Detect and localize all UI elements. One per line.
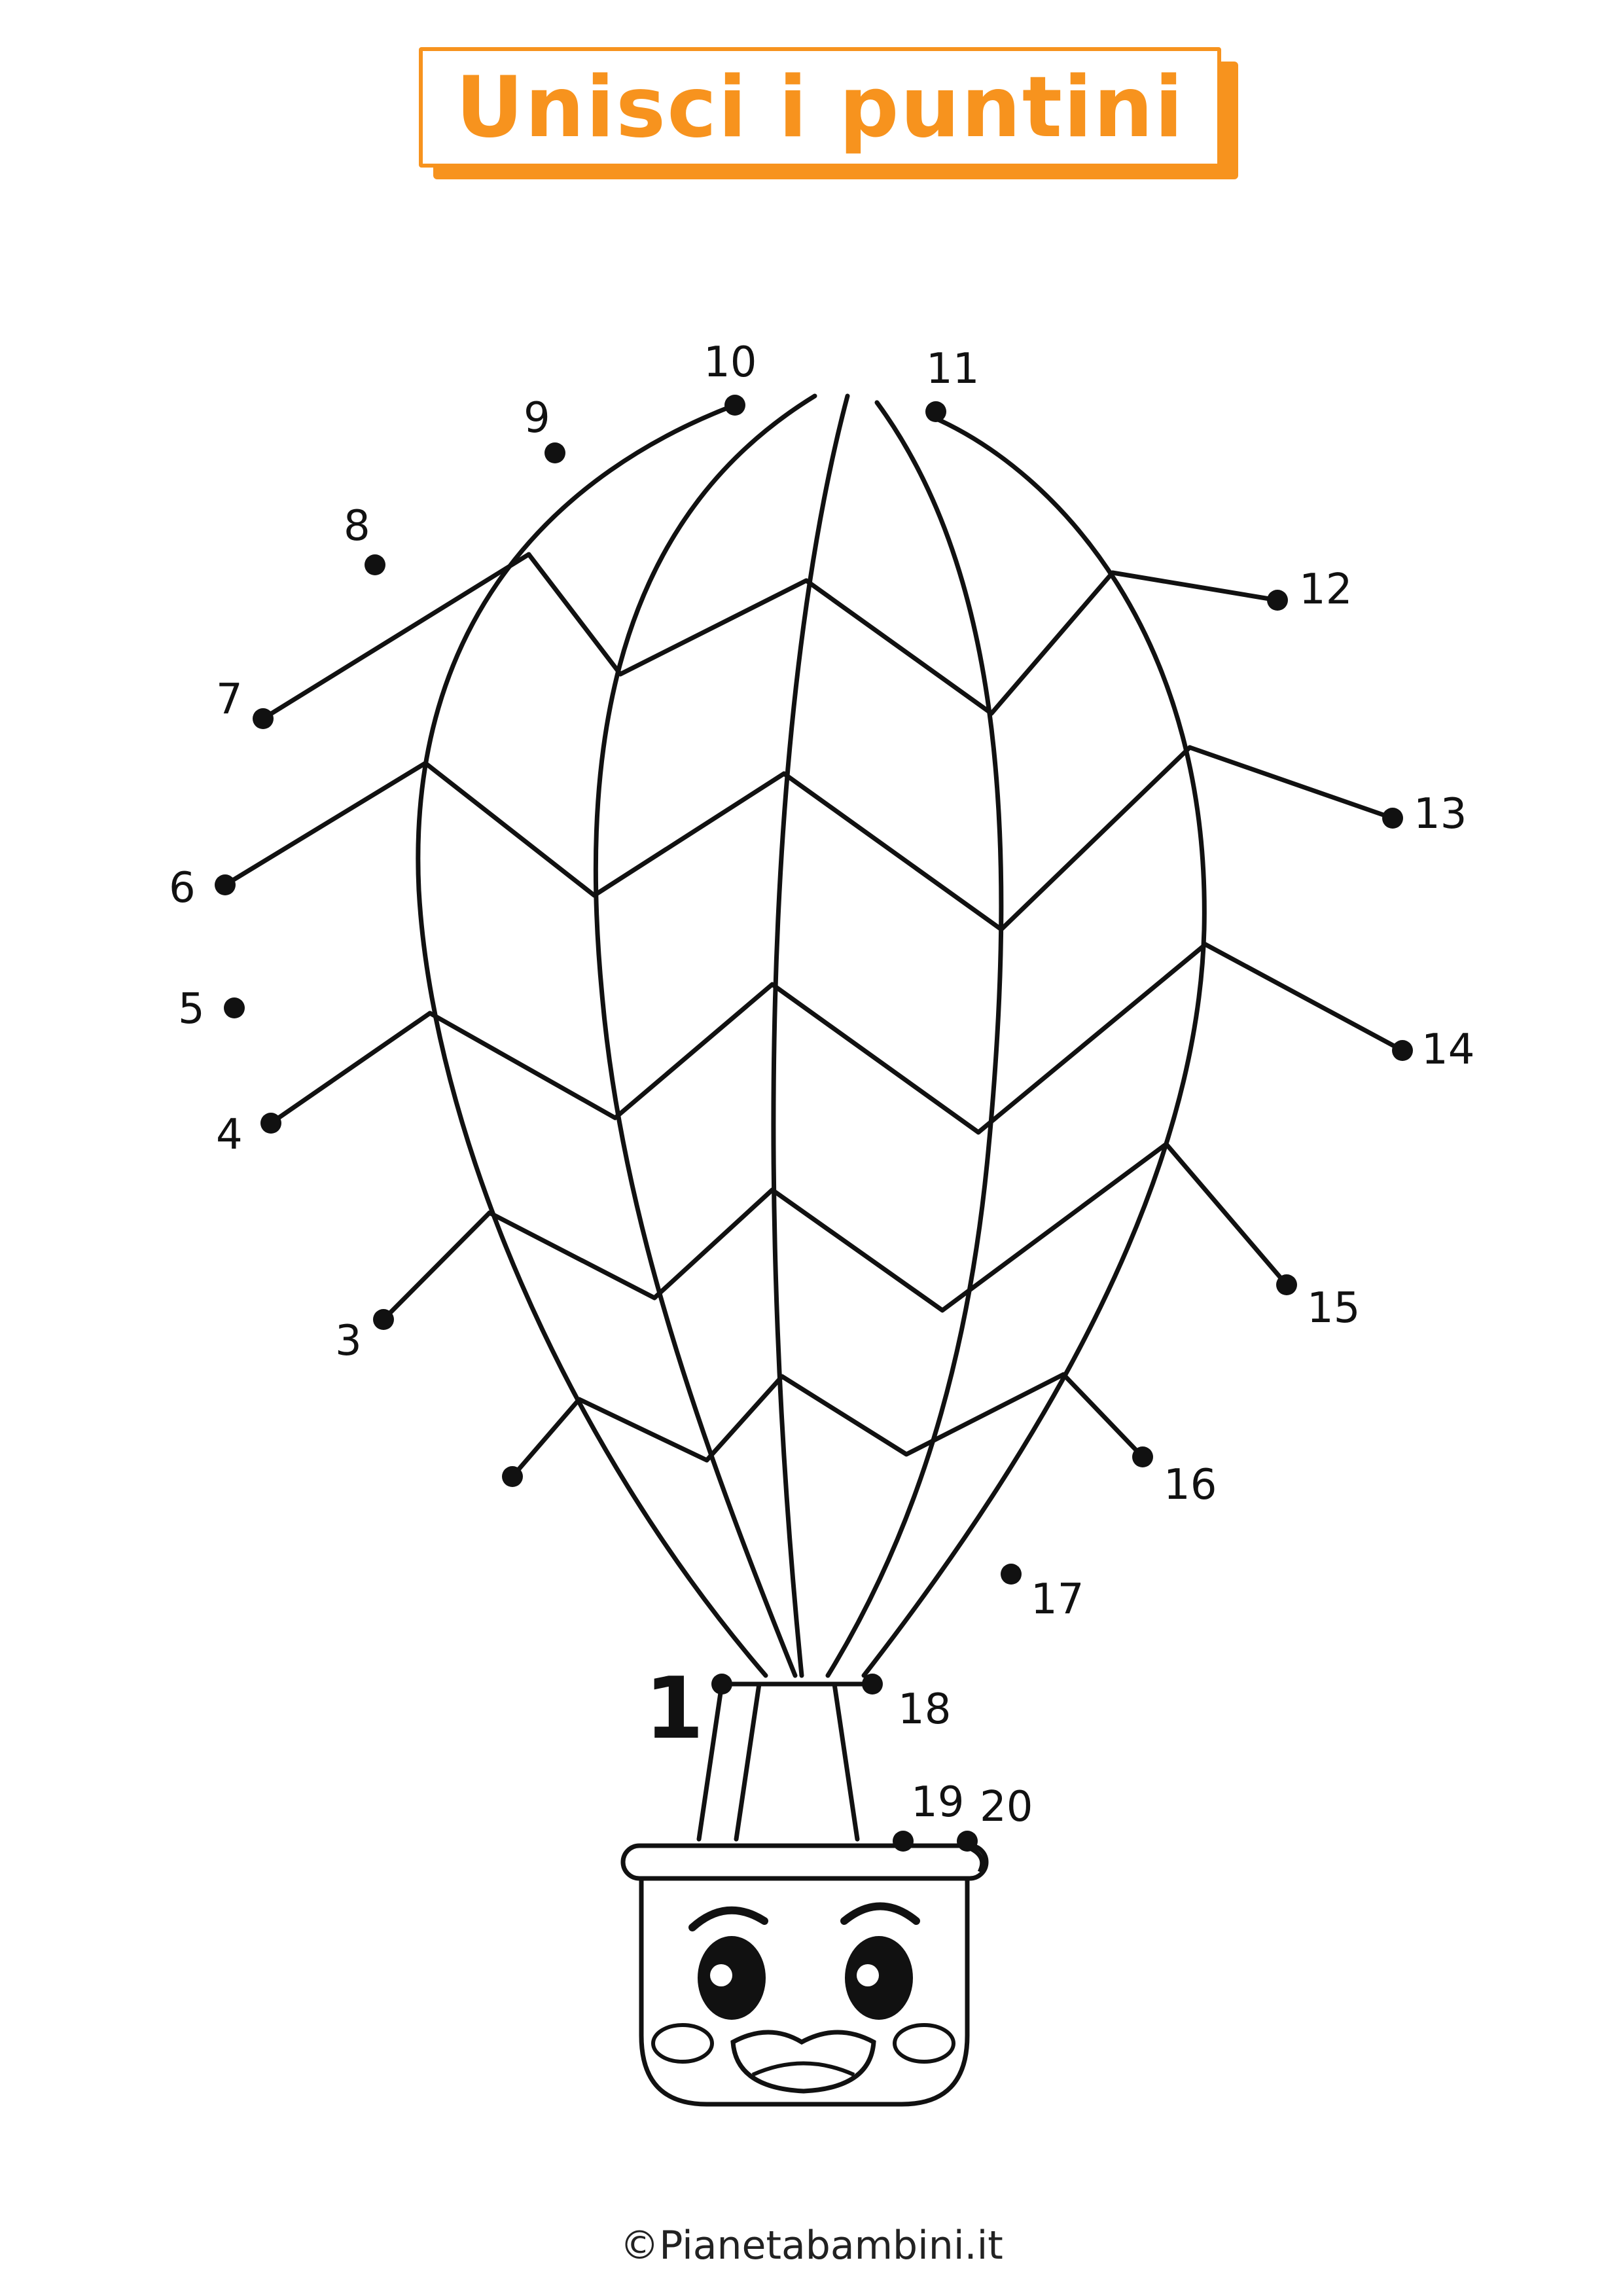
left-cheek: [651, 2023, 714, 2064]
chevron-row-1: [526, 552, 1115, 716]
balloon-gore-2: [771, 393, 850, 1678]
basket: [620, 1843, 989, 2107]
spoke-4: [268, 1011, 433, 1126]
dot-label-7: 7: [216, 675, 243, 724]
title-banner: Unisci i puntini: [419, 47, 1238, 179]
dot-label-12: 12: [1299, 565, 1352, 614]
spoke-2: [510, 1397, 582, 1479]
dot-7: [253, 708, 274, 729]
basket-rope-2: [734, 1681, 762, 1842]
right-eye: [845, 1936, 913, 2020]
dot-9: [544, 442, 565, 463]
dot-12: [1267, 590, 1288, 611]
basket-rope-3: [832, 1681, 860, 1842]
right-cheek: [893, 2023, 955, 2064]
site-name: Pianetabambini.it: [659, 2223, 1003, 2269]
dot-6: [215, 874, 236, 895]
spoke-13: [1187, 745, 1395, 821]
dot-label-11: 11: [926, 345, 979, 393]
dot-label-14: 14: [1421, 1026, 1474, 1074]
dot-label-16: 16: [1164, 1461, 1217, 1509]
chevron-row-3: [427, 942, 1208, 1135]
dot-label-15: 15: [1307, 1284, 1360, 1333]
dot-label-17: 17: [1031, 1575, 1084, 1624]
spoke-6: [223, 761, 428, 888]
dot-2: [502, 1466, 523, 1487]
dot-label-3: 3: [335, 1317, 362, 1365]
tongue-line: [751, 2061, 855, 2077]
balloon-outline: [223, 393, 1405, 1842]
dot-8: [365, 554, 385, 575]
dot-label-1: 1: [645, 1659, 704, 1758]
balloon-gore-3: [825, 400, 1004, 1678]
spoke-12: [1110, 570, 1280, 603]
spoke-3: [381, 1210, 492, 1322]
chevron-row-5: [577, 1372, 1066, 1463]
left-eye-highlight: [710, 1964, 732, 1986]
dot-5: [224, 997, 245, 1018]
dot-label-4: 4: [216, 1111, 243, 1159]
dot-label-5: 5: [178, 985, 205, 1033]
left-eyebrow: [688, 1906, 768, 1931]
balloon-right-edge: [861, 413, 1207, 1678]
dot-3: [373, 1309, 394, 1330]
dot-label-18: 18: [898, 1685, 951, 1734]
title-box: Unisci i puntini: [419, 47, 1221, 168]
dot-label-6: 6: [169, 864, 196, 912]
dot-18: [862, 1674, 883, 1695]
right-eyebrow: [840, 1902, 920, 1925]
dot-19: [893, 1831, 914, 1852]
page-title: Unisci i puntini: [455, 58, 1185, 156]
right-eye-highlight: [857, 1964, 879, 1986]
dot-10: [724, 395, 745, 416]
dot-13: [1382, 808, 1403, 829]
dot-15: [1276, 1274, 1297, 1295]
basket-rope-1: [696, 1681, 724, 1842]
balloon-gore-1: [593, 393, 817, 1678]
balloon-left-edge: [416, 403, 768, 1678]
dot-17: [1001, 1564, 1022, 1585]
dot-label-19: 19: [911, 1778, 964, 1827]
basket-rim: [620, 1843, 989, 1881]
spoke-16: [1061, 1372, 1145, 1460]
chevron-row-4: [487, 1141, 1169, 1313]
dot-16: [1132, 1446, 1153, 1467]
spoke-15: [1164, 1141, 1289, 1287]
dot-label-20: 20: [980, 1783, 1033, 1831]
dot-20: [957, 1831, 978, 1852]
dot-label-8: 8: [344, 502, 370, 550]
dot-4: [260, 1113, 281, 1134]
dot-1: [711, 1674, 732, 1695]
basket-face: [651, 1902, 955, 2094]
spoke-7: [260, 552, 531, 721]
copyright-icon: ©: [620, 2223, 660, 2269]
chevron-row-2: [423, 745, 1192, 932]
footer-credit: ©Pianetabambini.it: [0, 2223, 1623, 2269]
spoke-14: [1203, 942, 1405, 1053]
dot-label-13: 13: [1414, 790, 1467, 838]
dot-14: [1392, 1040, 1413, 1061]
basket-body: [639, 1876, 970, 2107]
dot-label-9: 9: [524, 394, 550, 442]
dot-label-10: 10: [704, 338, 757, 387]
dot-11: [925, 401, 946, 422]
